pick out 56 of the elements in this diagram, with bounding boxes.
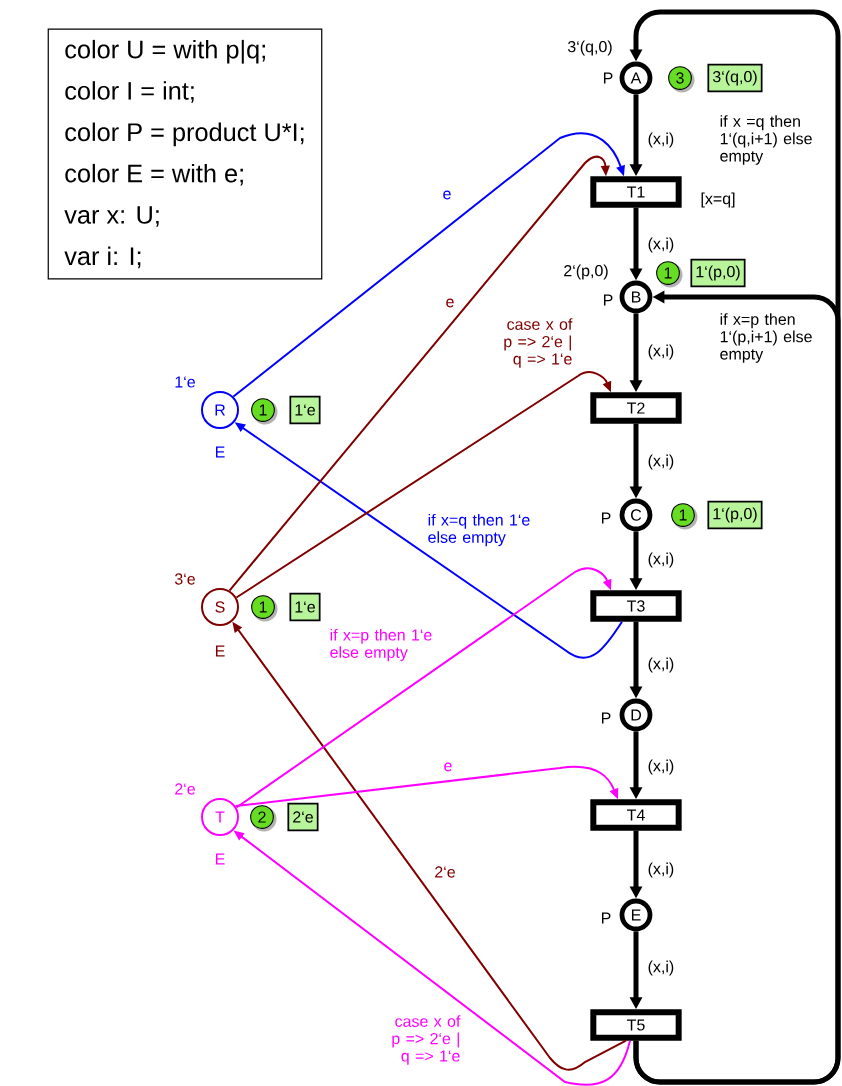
arc [234,765,619,808]
marking-box: 1‘e [289,395,321,425]
transition-box: T5 [590,1009,682,1041]
marking-box: 2‘e [287,802,319,832]
edge-label: if x=p then 1‘e else empty [328,627,441,663]
edge-label: (x,i) [646,551,676,569]
token-count: 1 [251,398,278,425]
place-annotation: P [604,294,613,306]
place-annotation: 1‘e [175,376,195,388]
token-count: 2 [250,805,277,832]
edge-label: if x =q then 1‘(q,i+1) else empty [718,113,828,167]
edge-label: (x,i) [646,453,676,471]
arc [232,132,625,398]
edge-label: (x,i) [646,758,676,776]
edge-label: (x,i) [646,959,676,977]
arc [228,155,610,592]
token-count: 1 [251,595,278,622]
edge-label: (x,i) [646,656,676,674]
place-annotation: P [602,912,611,924]
marking-box: 1‘(p,0) [707,500,763,530]
place-annotation: [x=q] [701,192,735,208]
edge-label: 2‘e [433,865,457,879]
place-annotation: P [604,72,613,84]
marking-box: 3‘(q,0) [707,63,763,93]
edge-label: case x of p => 2‘e | q => 1‘e [488,316,574,370]
edge-label: (x,i) [646,861,676,879]
place-annotation: 3‘e [174,573,195,585]
transition-box: T1 [590,176,682,208]
place-annotation: 2‘e [175,783,195,795]
edge-label: e [441,189,453,201]
edge-label: if x=p then 1‘(p,i+1) else empty [718,311,828,365]
place-annotation: P [602,712,611,724]
edge-label: case x of p => 2‘e | q => 1‘e [376,1013,462,1067]
edge-label: (x,i) [646,131,676,149]
edge-label: (x,i) [646,343,676,361]
place-annotation: 3‘(q,0) [567,40,612,56]
transition-box: T4 [590,799,682,831]
place-annotation: E [216,446,225,458]
token-count: 1 [656,261,683,288]
place-annotation: P [602,512,611,524]
marking-box: 1‘(p,0) [690,258,746,288]
edge-label: (x,i) [646,236,676,254]
place-annotation: E [216,645,225,657]
marking-box: 1‘e [289,592,321,622]
token-count: 3 [668,66,695,93]
edge-label: e [444,297,456,309]
edge-label: if x=q then 1‘e else empty [426,512,536,548]
edge-label: e [442,761,454,773]
transition-box: T3 [590,590,682,622]
arc [235,371,612,599]
place-annotation: E [216,853,225,865]
declaration-box: color U = with p|q; color I = int; color P = product U*I; color E = with e; var x: U; var i: I; [47,28,323,280]
arc [235,567,612,809]
place-annotation: 2‘(p,0) [564,264,608,280]
token-count: 1 [671,503,698,530]
transition-box: T2 [590,392,682,424]
